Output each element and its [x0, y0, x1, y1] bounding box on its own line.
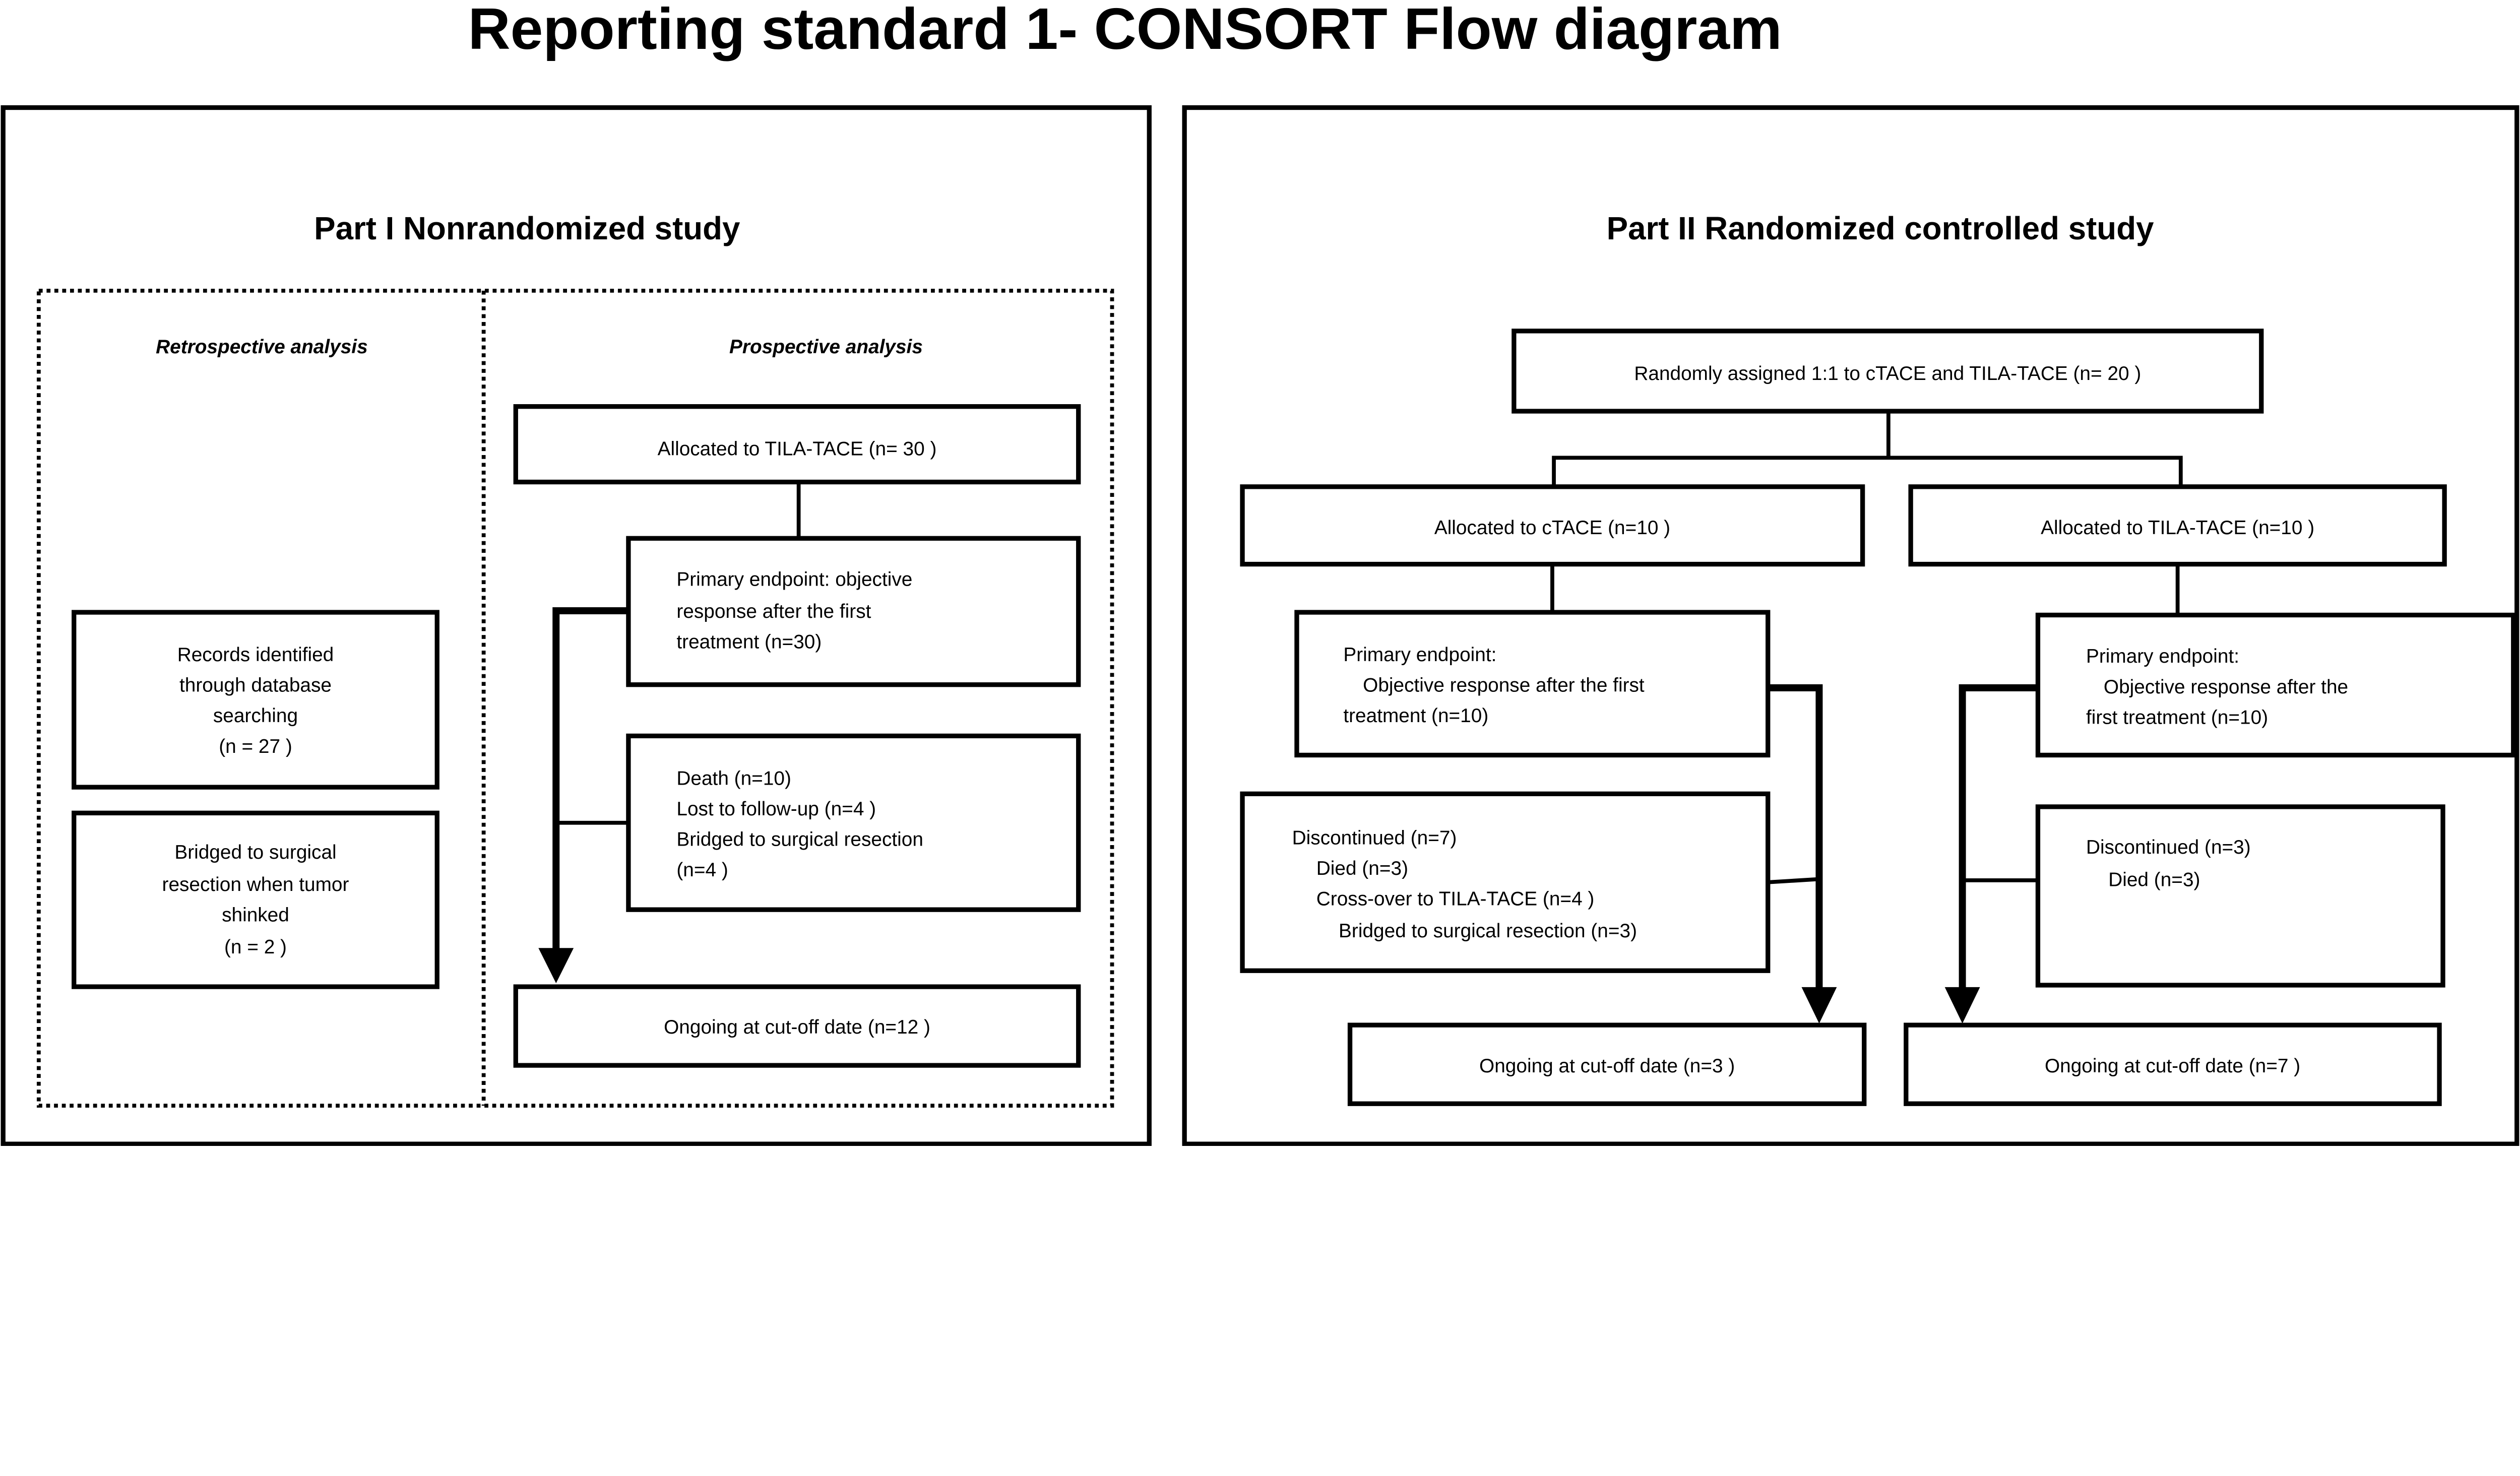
- bridged-line: (n = 2 ): [224, 936, 287, 958]
- records-line: searching: [213, 705, 298, 727]
- part2-panel: [1182, 105, 2519, 1146]
- discontinued-line: Discontinued (n=3): [2086, 837, 2251, 858]
- primary-line: treatment (n=30): [676, 631, 822, 653]
- discontinued-line: Bridged to surgical resection (n=3): [1339, 920, 1637, 942]
- ongoing-text: Ongoing at cut-off date (n=7 ): [2045, 1055, 2300, 1077]
- bridged-box: Bridged to surgical resection when tumor…: [72, 810, 439, 989]
- records-line: (n = 27 ): [219, 736, 292, 757]
- ctace-allocated-text: Allocated to cTACE (n=10 ): [1434, 517, 1670, 539]
- discontinued-line: Cross-over to TILA-TACE (n=4 ): [1316, 888, 1595, 910]
- primary-line: Objective response after the first: [1363, 675, 1645, 696]
- bridged-line: Bridged to surgical: [174, 842, 336, 863]
- part1-panel: [1, 105, 1152, 1146]
- prospective-heading: Prospective analysis: [729, 336, 923, 358]
- retrospective-heading: Retrospective analysis: [156, 336, 368, 358]
- ongoing-box: Ongoing at cut-off date (n=12 ): [513, 984, 1081, 1068]
- tila-flow-arrow-line: [1959, 684, 2038, 990]
- ctace-primary-box: Primary endpoint: Objective response aft…: [1294, 610, 1771, 758]
- primary-line: Primary endpoint:: [2086, 646, 2239, 667]
- discontinued-line: Died (n=3): [2108, 869, 2200, 891]
- allocated-tila-box: Allocated to TILA-TACE (n= 30 ): [513, 404, 1081, 485]
- excluded-line: (n=4 ): [676, 859, 728, 881]
- ctace-flow-arrow-line: [1768, 684, 1823, 990]
- part1-title: Part I Nonrandomized study: [314, 211, 740, 246]
- ctace-allocated-box: Allocated to cTACE (n=10 ): [1240, 484, 1865, 567]
- primary-line: Primary endpoint:: [1343, 644, 1496, 666]
- allocated-text: Allocated to TILA-TACE (n= 30 ): [658, 438, 937, 460]
- randomized-box: Randomly assigned 1:1 to cTACE and TILA-…: [1511, 329, 2264, 414]
- arrowhead-icon: [1944, 987, 1980, 1024]
- primary-line: first treatment (n=10): [2086, 707, 2268, 728]
- primary-line: treatment (n=10): [1343, 705, 1488, 727]
- ctace-discontinued-box: Discontinued (n=7) Died (n=3) Cross-over…: [1240, 791, 1771, 973]
- ongoing-text: Ongoing at cut-off date (n=12 ): [664, 1016, 930, 1038]
- consort-flow-diagram: Reporting standard 1- CONSORT Flow diagr…: [1, 0, 2519, 1146]
- excluded-line: Death (n=10): [676, 767, 791, 789]
- tila-discontinued-box: Discontinued (n=3) Died (n=3): [2035, 804, 2445, 988]
- tila-allocated-box: Allocated to TILA-TACE (n=10 ): [1908, 484, 2447, 567]
- excluded-line: Lost to follow-up (n=4 ): [676, 798, 876, 820]
- bridged-line: resection when tumor: [162, 874, 349, 895]
- records-box: Records identified through database sear…: [72, 610, 439, 790]
- part2-title: Part II Randomized controlled study: [1607, 211, 2154, 246]
- records-line: Records identified: [177, 644, 334, 666]
- randomized-text: Randomly assigned 1:1 to cTACE and TILA-…: [1634, 363, 2141, 384]
- arrowhead-icon: [538, 948, 574, 984]
- primary-endpoint-box: Primary endpoint: objective response aft…: [626, 536, 1081, 687]
- diagram-title: Reporting standard 1- CONSORT Flow diagr…: [468, 0, 1782, 61]
- primary-line: Objective response after the: [2104, 676, 2348, 698]
- discontinued-line: Died (n=3): [1316, 858, 1408, 879]
- ongoing-text: Ongoing at cut-off date (n=3 ): [1479, 1055, 1735, 1077]
- tila-primary-box: Primary endpoint: Objective response aft…: [2035, 612, 2516, 758]
- primary-line: response after the first: [676, 601, 871, 622]
- analysis-dotted-frame: [36, 288, 1114, 1108]
- tila-allocated-text: Allocated to TILA-TACE (n=10 ): [2041, 517, 2314, 539]
- branch-connector: [1768, 877, 1819, 884]
- excluded-line: Bridged to surgical resection: [676, 829, 923, 851]
- flow-arrow-line: [552, 607, 628, 951]
- split-connector: [1552, 456, 2183, 487]
- excluded-box: Death (n=10) Lost to follow-up (n=4 ) Br…: [626, 733, 1081, 912]
- arrowhead-icon: [1801, 987, 1837, 1024]
- ctace-ongoing-box: Ongoing at cut-off date (n=3 ): [1347, 1022, 1867, 1106]
- bridged-line: shinked: [222, 904, 289, 926]
- primary-line: Primary endpoint: objective: [676, 568, 912, 590]
- tila-ongoing-box: Ongoing at cut-off date (n=7 ): [1904, 1022, 2442, 1106]
- discontinued-line: Discontinued (n=7): [1292, 827, 1457, 849]
- records-line: through database: [179, 675, 332, 696]
